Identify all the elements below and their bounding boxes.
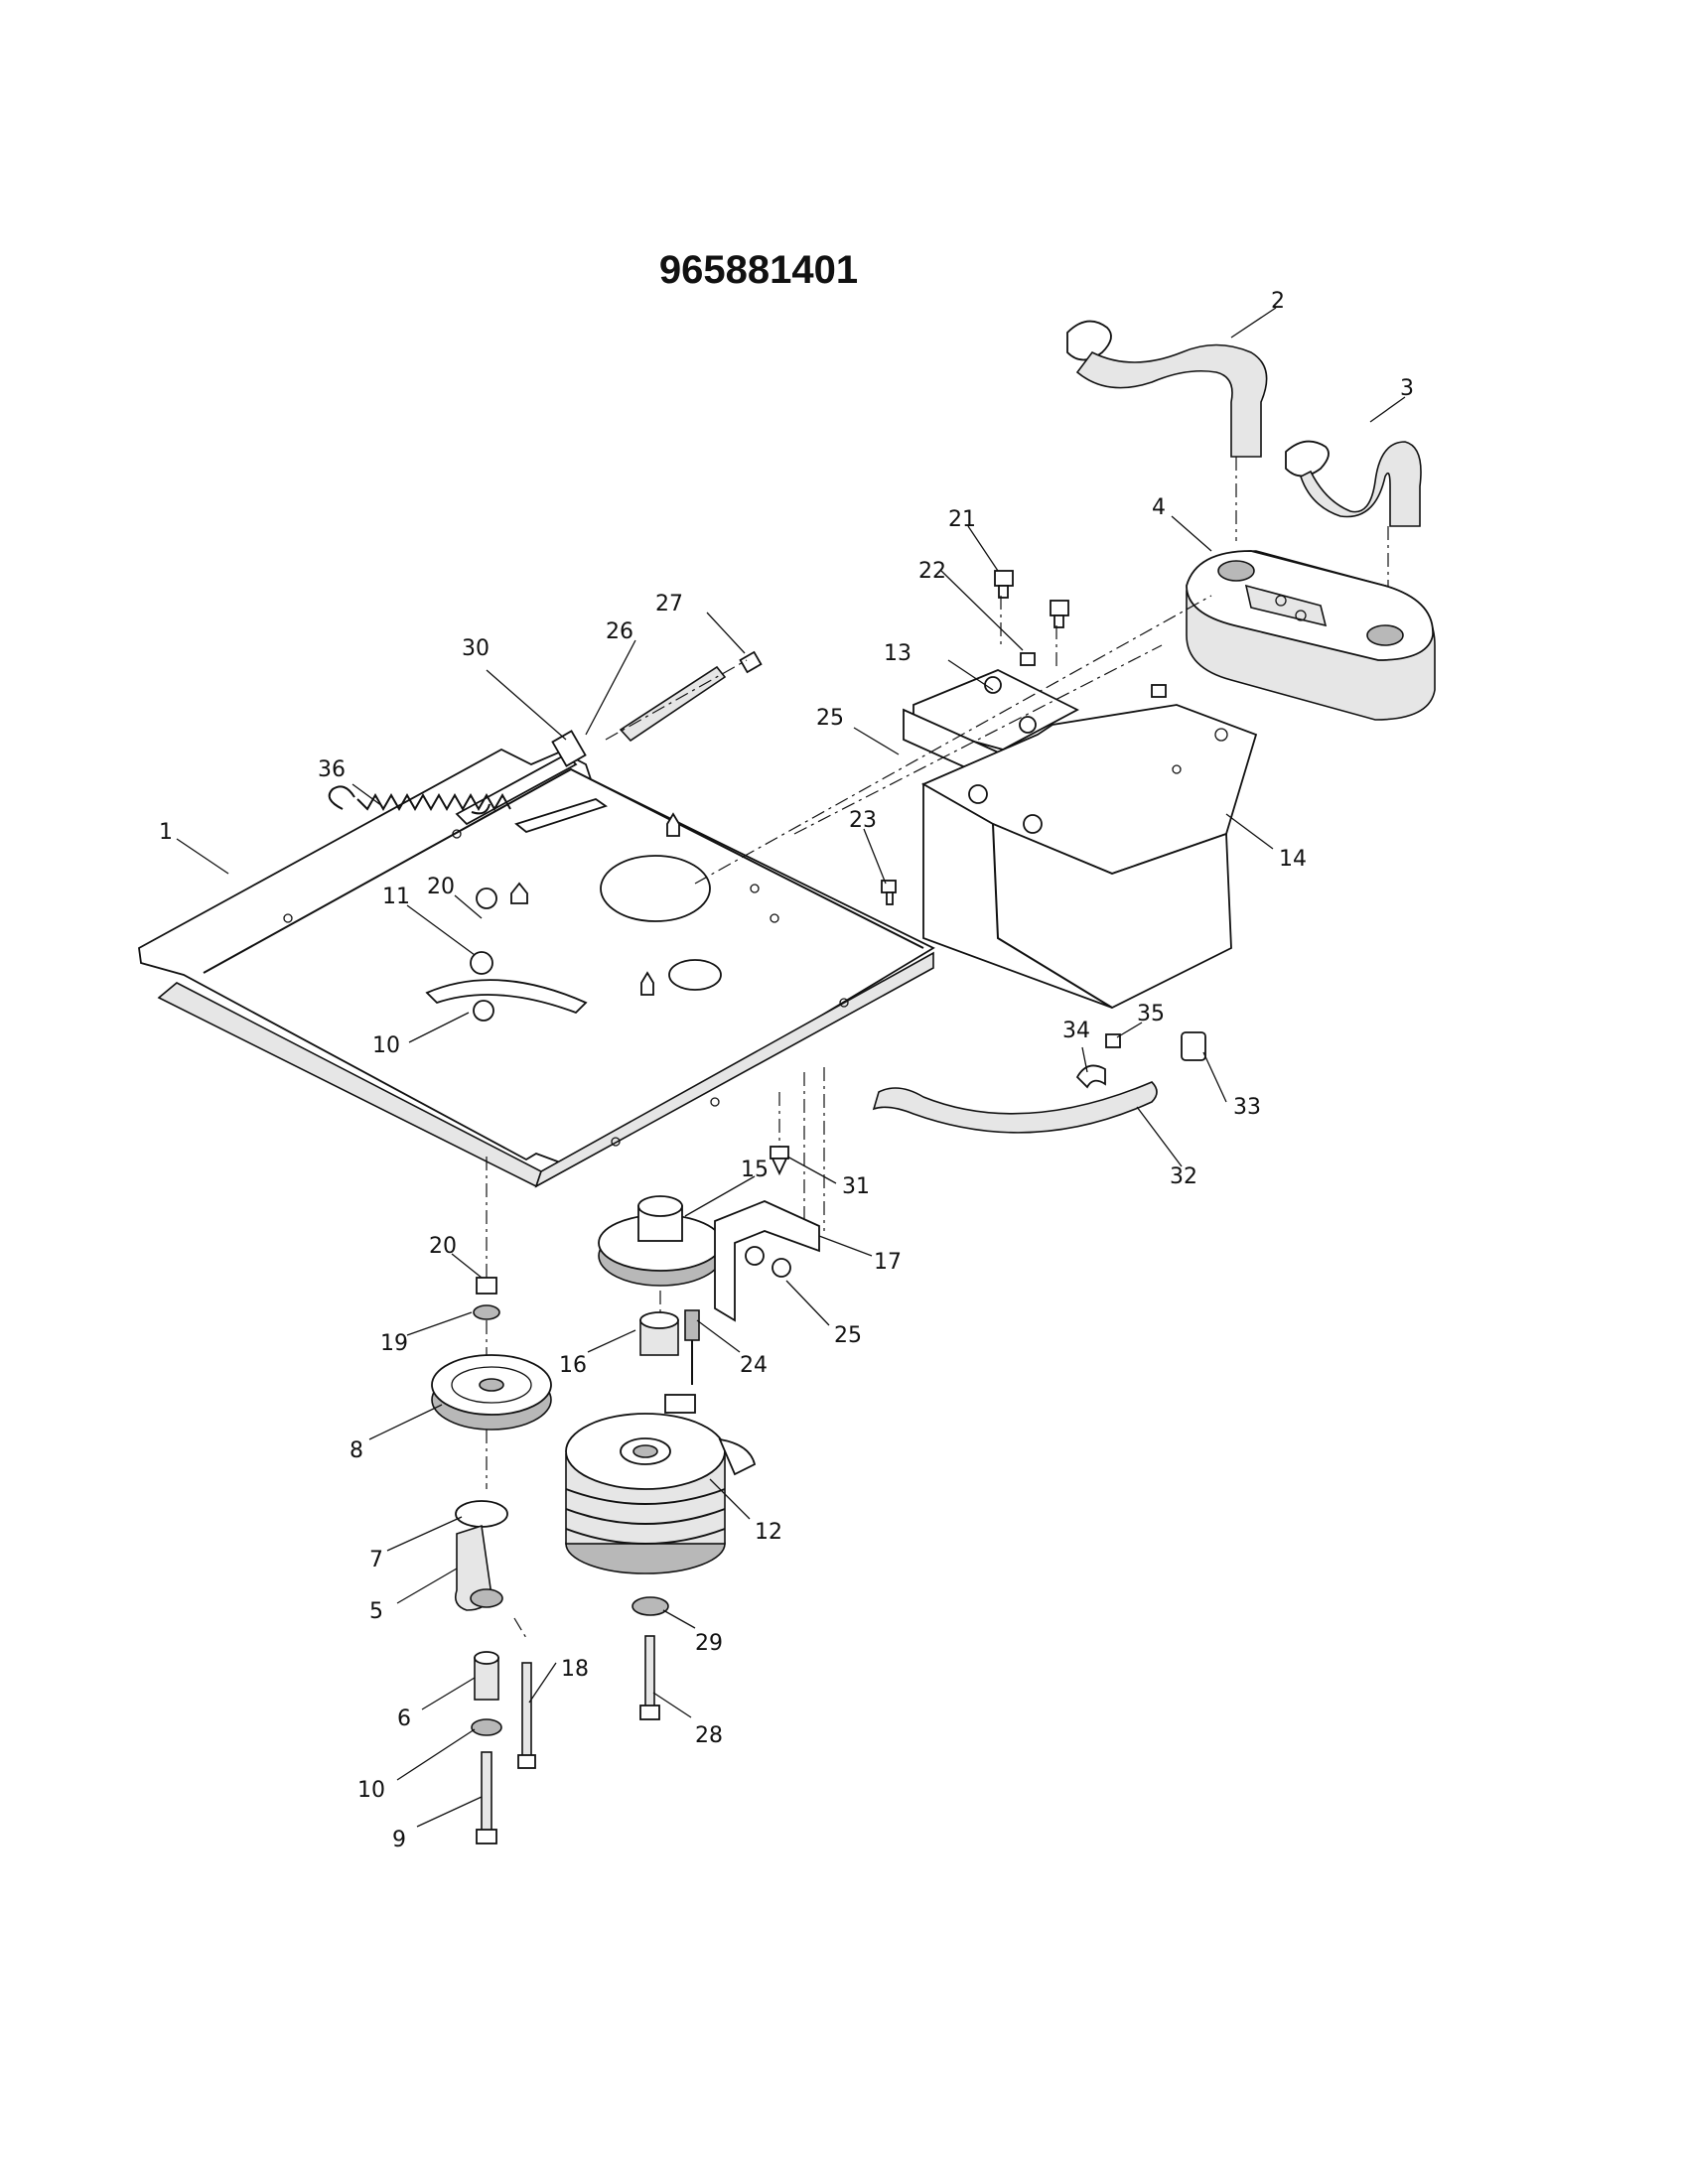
callout-8: 8 <box>350 1438 363 1463</box>
clutch-bolt <box>639 1635 660 1720</box>
callout-12: 12 <box>755 1520 782 1545</box>
callout-10-lower: 10 <box>357 1778 385 1803</box>
callout-1: 1 <box>159 820 173 845</box>
callout-22: 22 <box>918 559 946 584</box>
callout-18: 18 <box>561 1657 589 1682</box>
idler-pulley-8 <box>431 1354 552 1431</box>
heat-shield <box>920 704 1258 1009</box>
callout-15: 15 <box>741 1158 769 1182</box>
bolt-31 <box>770 1146 789 1176</box>
exhaust-pipe-right <box>1285 440 1422 527</box>
callout-21: 21 <box>948 507 976 532</box>
bushing-6 <box>474 1651 499 1701</box>
muffler <box>1186 550 1436 721</box>
callout-2: 2 <box>1271 289 1285 314</box>
part-number-title: 965881401 <box>658 248 859 292</box>
nut-20-lower <box>476 1277 497 1295</box>
callout-14: 14 <box>1279 847 1307 872</box>
callout-34: 34 <box>1062 1019 1090 1043</box>
washer-7 <box>455 1500 508 1528</box>
electric-clutch <box>565 1394 757 1574</box>
callout-25-upper: 25 <box>816 706 844 731</box>
callout-32: 32 <box>1170 1164 1197 1189</box>
callout-26: 26 <box>606 619 633 644</box>
callout-17: 17 <box>874 1250 902 1275</box>
clutch-bracket <box>714 1200 820 1322</box>
callout-23: 23 <box>849 808 877 833</box>
callout-13: 13 <box>884 641 912 666</box>
bolt-21 <box>994 570 1069 628</box>
callout-7: 7 <box>369 1548 383 1572</box>
washer-10-lower <box>471 1718 502 1736</box>
bolt-22 <box>1020 652 1167 698</box>
bolt-23 <box>881 880 897 905</box>
tension-lever <box>455 730 587 826</box>
hose <box>872 1081 1158 1134</box>
spacer-16 <box>639 1311 679 1356</box>
callout-31: 31 <box>842 1174 870 1199</box>
callout-11: 11 <box>382 885 410 909</box>
hose-clamp <box>1075 1064 1106 1089</box>
callout-29: 29 <box>695 1631 723 1656</box>
hose-fitting-nut <box>1181 1031 1206 1061</box>
rod-nut <box>739 650 763 674</box>
bolt-18 <box>517 1662 536 1769</box>
callout-10-upper: 10 <box>372 1033 400 1058</box>
exhaust-pipe-left <box>1066 320 1268 458</box>
leader-lines <box>176 307 1406 1828</box>
pulley-15 <box>598 1195 723 1287</box>
muffler-bracket <box>903 669 1079 785</box>
callout-35: 35 <box>1137 1002 1165 1026</box>
mounting-plate <box>138 748 935 1188</box>
clutch-washer <box>632 1596 669 1616</box>
idler-arm-5 <box>454 1524 503 1611</box>
callout-3: 3 <box>1400 376 1414 401</box>
callout-19: 19 <box>380 1331 408 1356</box>
callout-27: 27 <box>655 592 683 616</box>
callout-28: 28 <box>695 1723 723 1748</box>
callout-labels: 1 2 3 4 5 6 7 8 9 10 10 11 12 13 14 15 1… <box>159 289 1414 1852</box>
callout-36: 36 <box>318 757 346 782</box>
callout-20-upper: 20 <box>427 875 455 899</box>
callout-6: 6 <box>397 1706 411 1731</box>
callout-5: 5 <box>369 1599 383 1624</box>
clamp-nut <box>1105 1033 1121 1048</box>
callout-4: 4 <box>1152 495 1166 520</box>
wire-connector <box>684 1309 700 1385</box>
rod <box>619 665 727 743</box>
callout-24: 24 <box>740 1353 768 1378</box>
bolt-9 <box>476 1751 497 1844</box>
callout-30: 30 <box>462 636 490 661</box>
callout-25-lower: 25 <box>834 1323 862 1348</box>
callout-20-lower: 20 <box>429 1234 457 1259</box>
callout-33: 33 <box>1233 1095 1261 1120</box>
callout-9: 9 <box>392 1828 406 1852</box>
washer-19 <box>473 1304 500 1320</box>
callout-16: 16 <box>559 1353 587 1378</box>
tension-spring <box>328 785 511 815</box>
